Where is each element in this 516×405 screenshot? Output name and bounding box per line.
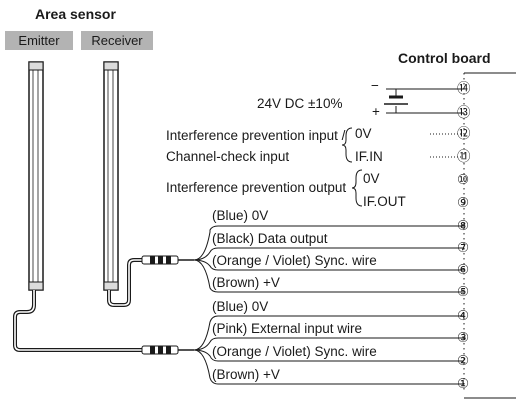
- receiver-wires: [193, 225, 464, 293]
- terminal-5: ⑤: [457, 284, 470, 299]
- receiver-tab: Receiver: [81, 31, 153, 50]
- emitter-sensor-bar: [28, 61, 44, 291]
- input-brace: [341, 127, 353, 163]
- emitter-connector: [141, 345, 179, 355]
- receiver-wire-label-black: (Black) Data output: [212, 231, 328, 246]
- emitter-wire-label-blue: (Blue) 0V: [212, 299, 269, 314]
- battery-symbol: [384, 88, 464, 114]
- interference-input-0v: 0V: [355, 126, 372, 141]
- receiver-wire-label-sync: (Orange / Violet) Sync. wire: [212, 253, 377, 268]
- emitter-tab: Emitter: [5, 31, 73, 50]
- terminal-8: ⑧: [457, 218, 470, 233]
- interference-output-label: Interference prevention output: [166, 180, 347, 195]
- power-plus-sign: +: [372, 104, 380, 119]
- terminal-14: ⑭: [457, 81, 471, 96]
- area-sensor-title: Area sensor: [35, 6, 116, 22]
- terminal-2: ②: [457, 353, 470, 368]
- emitter-wire-label-brown: (Brown) +V: [212, 367, 280, 382]
- terminal-1: ①: [457, 376, 470, 391]
- power-minus-sign: −: [371, 78, 379, 93]
- emitter-wire-label-pink: (Pink) External input wire: [212, 321, 363, 336]
- emitter-wire-label-sync: (Orange / Violet) Sync. wire: [212, 344, 377, 359]
- terminal-13: ⑬: [457, 105, 471, 120]
- receiver-connector: [141, 255, 179, 265]
- terminal-10: ⑩: [457, 172, 470, 187]
- interference-input-label-2: Channel-check input: [166, 149, 290, 164]
- interference-output-0v: 0V: [363, 171, 380, 186]
- control-board-outline: [463, 72, 516, 399]
- receiver-wire-label-blue: (Blue) 0V: [212, 208, 269, 223]
- control-board-title: Control board: [398, 50, 491, 66]
- terminal-4: ④: [457, 308, 470, 323]
- emitter-cable: [13, 290, 142, 352]
- terminal-12: ⑫: [457, 126, 471, 141]
- terminal-11: ⑪: [457, 149, 471, 164]
- receiver-sensor-bar: [103, 61, 119, 291]
- output-brace: [351, 169, 363, 207]
- interference-input-label-1: Interference prevention input /: [166, 128, 346, 143]
- interference-output-if-out: IF.OUT: [363, 194, 406, 209]
- interference-input-leads: [430, 133, 462, 158]
- power-label: 24V DC ±10%: [257, 96, 343, 111]
- receiver-wire-label-brown: (Brown) +V: [212, 275, 280, 290]
- emitter-wires: [193, 315, 464, 385]
- terminal-9: ⑨: [457, 195, 470, 210]
- interference-input-if-in: IF.IN: [355, 149, 383, 164]
- receiver-cable: [107, 258, 142, 307]
- terminal-3: ③: [457, 330, 470, 345]
- terminal-7: ⑦: [457, 240, 470, 255]
- terminal-6: ⑥: [457, 262, 470, 277]
